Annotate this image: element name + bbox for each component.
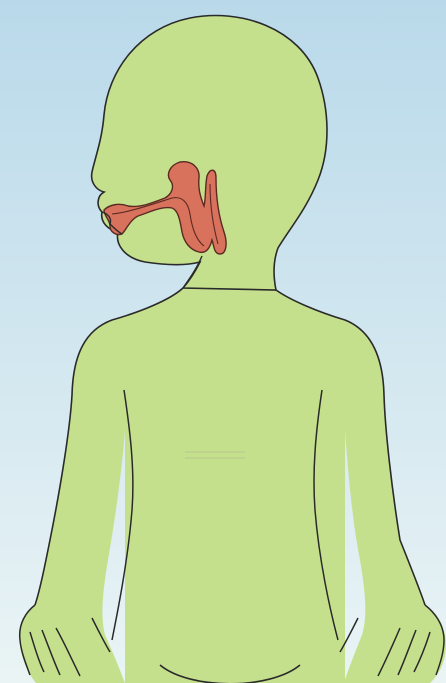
diagram-canvas <box>0 0 446 683</box>
child-airway-diagram <box>0 0 446 683</box>
